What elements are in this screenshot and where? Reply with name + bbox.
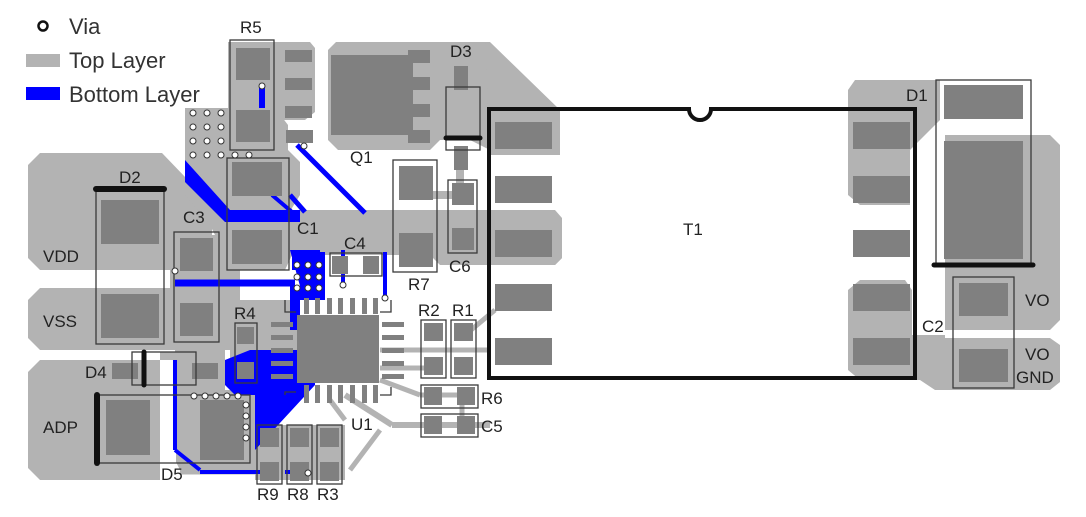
pads <box>101 48 1023 481</box>
label-d4: D4 <box>85 363 107 382</box>
label-d2: D2 <box>119 168 141 187</box>
legend-via-label: Via <box>69 14 101 39</box>
d3-outline <box>445 86 481 151</box>
label-c3: C3 <box>183 208 205 227</box>
r2-outline <box>420 319 447 379</box>
c2-outline <box>952 276 1015 389</box>
label-q1: Q1 <box>350 148 373 167</box>
r1-outline <box>450 319 477 379</box>
c5-outline <box>420 413 479 438</box>
legend-via-icon <box>37 20 49 32</box>
label-r8: R8 <box>287 485 309 504</box>
net-labels: VDD VSS ADP VO VO GND <box>43 247 1054 437</box>
label-t1: T1 <box>683 220 703 239</box>
label-r5: R5 <box>240 18 262 37</box>
c1-outline <box>226 157 290 271</box>
legend-top-layer-swatch <box>26 54 60 67</box>
label-c6: C6 <box>449 257 471 276</box>
net-label-adp: ADP <box>43 418 78 437</box>
net-label-vo: VO <box>1025 291 1050 310</box>
label-r7: R7 <box>408 275 430 294</box>
label-r3: R3 <box>317 485 339 504</box>
t1-outline <box>487 107 917 380</box>
c6-outline <box>447 179 478 254</box>
label-c4: C4 <box>344 234 366 253</box>
via-array-d5 <box>190 392 250 442</box>
r9-outline <box>256 424 283 485</box>
legend-bottom-layer-swatch <box>26 87 60 100</box>
label-c1: C1 <box>297 219 319 238</box>
label-r6: R6 <box>481 389 503 408</box>
r6-outline <box>420 384 479 409</box>
r5-outline <box>229 39 275 151</box>
r4-outline <box>234 322 258 384</box>
r8-outline <box>286 424 313 485</box>
label-r4: R4 <box>234 304 256 323</box>
vias <box>171 82 389 477</box>
label-d5: D5 <box>161 465 183 484</box>
via-array-left <box>189 109 253 159</box>
label-c2: C2 <box>922 317 944 336</box>
d4-outline <box>131 351 197 386</box>
designator-labels: R5 D3 Q1 D1 D2 C3 C1 C4 R7 C6 T1 R4 R2 R… <box>85 18 944 504</box>
c4-outline <box>329 252 383 277</box>
legend-bottom-layer-label: Bottom Layer <box>69 82 200 107</box>
label-r2: R2 <box>418 301 440 320</box>
label-d1: D1 <box>906 86 928 105</box>
net-label-vo-gnd-line2: GND <box>1016 368 1054 387</box>
silkscreen <box>93 39 1036 485</box>
net-label-vdd: VDD <box>43 247 79 266</box>
label-d3: D3 <box>450 42 472 61</box>
net-label-vo-gnd-line1: VO <box>1025 345 1050 364</box>
r7-outline <box>392 159 438 273</box>
label-u1: U1 <box>351 415 373 434</box>
net-label-vss: VSS <box>43 312 77 331</box>
label-r9: R9 <box>257 485 279 504</box>
label-r1: R1 <box>452 301 474 320</box>
r3-outline <box>316 424 343 485</box>
label-c5: C5 <box>481 417 503 436</box>
legend: Via Top Layer Bottom Layer <box>26 14 200 107</box>
legend-top-layer-label: Top Layer <box>69 48 166 73</box>
via-array-u1 <box>293 261 323 292</box>
c3-outline <box>173 231 220 343</box>
